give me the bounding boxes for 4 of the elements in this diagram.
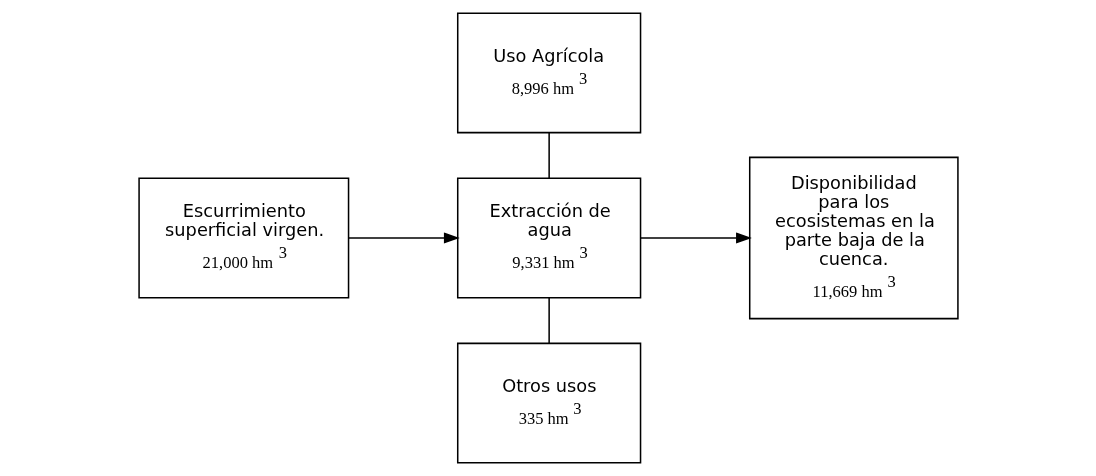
connector: [547, 297, 550, 344]
arrow: [347, 232, 460, 244]
arrow: [639, 232, 752, 244]
connector: [547, 132, 550, 179]
